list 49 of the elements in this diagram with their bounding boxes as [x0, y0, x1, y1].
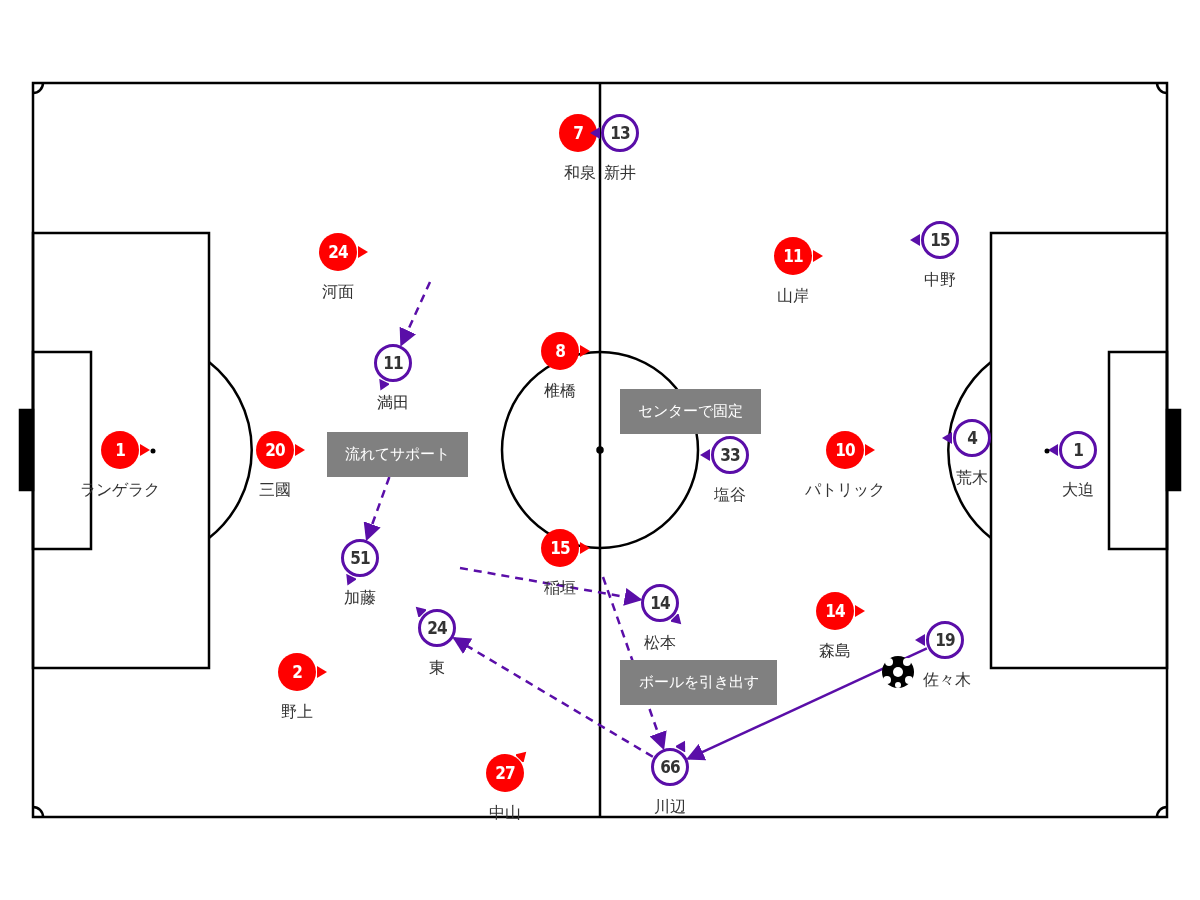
- arrow: [452, 637, 654, 758]
- player-name: 川辺: [654, 797, 686, 817]
- player-name: 新井: [604, 163, 636, 183]
- player-marker: 14: [816, 592, 854, 630]
- player-marker: 8: [541, 332, 579, 370]
- player-name: 佐々木: [923, 670, 971, 690]
- player-marker: 10: [826, 431, 864, 469]
- player-name: 山岸: [777, 286, 809, 306]
- player-name: パトリック: [805, 480, 885, 500]
- player-marker: 11: [774, 237, 812, 275]
- note-box: ボールを引き出す: [620, 660, 777, 705]
- arrow: [363, 476, 391, 542]
- player-name: 河面: [322, 282, 354, 302]
- player-marker: 15: [921, 221, 959, 259]
- player-name: 東: [429, 658, 445, 678]
- note-box: 流れてサポート: [327, 432, 468, 477]
- player-marker: 33: [711, 436, 749, 474]
- player-name: 三國: [259, 480, 291, 500]
- player-marker: 1: [101, 431, 139, 469]
- player-marker: 2: [278, 653, 316, 691]
- player-name: 大迫: [1062, 480, 1094, 500]
- player-marker: 11: [374, 344, 412, 382]
- player-marker: 14: [641, 584, 679, 622]
- player-marker: 24: [418, 609, 456, 647]
- arrow: [686, 647, 928, 761]
- player-marker: 1: [1059, 431, 1097, 469]
- player-marker: 15: [541, 529, 579, 567]
- player-marker: 7: [559, 114, 597, 152]
- note-box: センターで固定: [620, 389, 761, 434]
- player-name: 満田: [377, 393, 409, 413]
- arrow: [399, 281, 432, 347]
- player-name: 荒木: [956, 468, 988, 488]
- player-marker: 66: [651, 748, 689, 786]
- player-marker: 4: [953, 419, 991, 457]
- player-marker: 13: [601, 114, 639, 152]
- player-name: 森島: [819, 641, 851, 661]
- player-name: 中野: [924, 270, 956, 290]
- player-name: 塩谷: [714, 485, 746, 505]
- player-marker: 51: [341, 539, 379, 577]
- arrow: [459, 566, 643, 606]
- player-name: 松本: [644, 633, 676, 653]
- player-name: 加藤: [344, 588, 376, 608]
- player-marker: 20: [256, 431, 294, 469]
- player-name: 和泉: [564, 163, 596, 183]
- player-name: 椎橋: [544, 381, 576, 401]
- player-name: 野上: [281, 702, 313, 722]
- player-marker: 27: [486, 754, 524, 792]
- player-marker: 24: [319, 233, 357, 271]
- player-marker: 19: [926, 621, 964, 659]
